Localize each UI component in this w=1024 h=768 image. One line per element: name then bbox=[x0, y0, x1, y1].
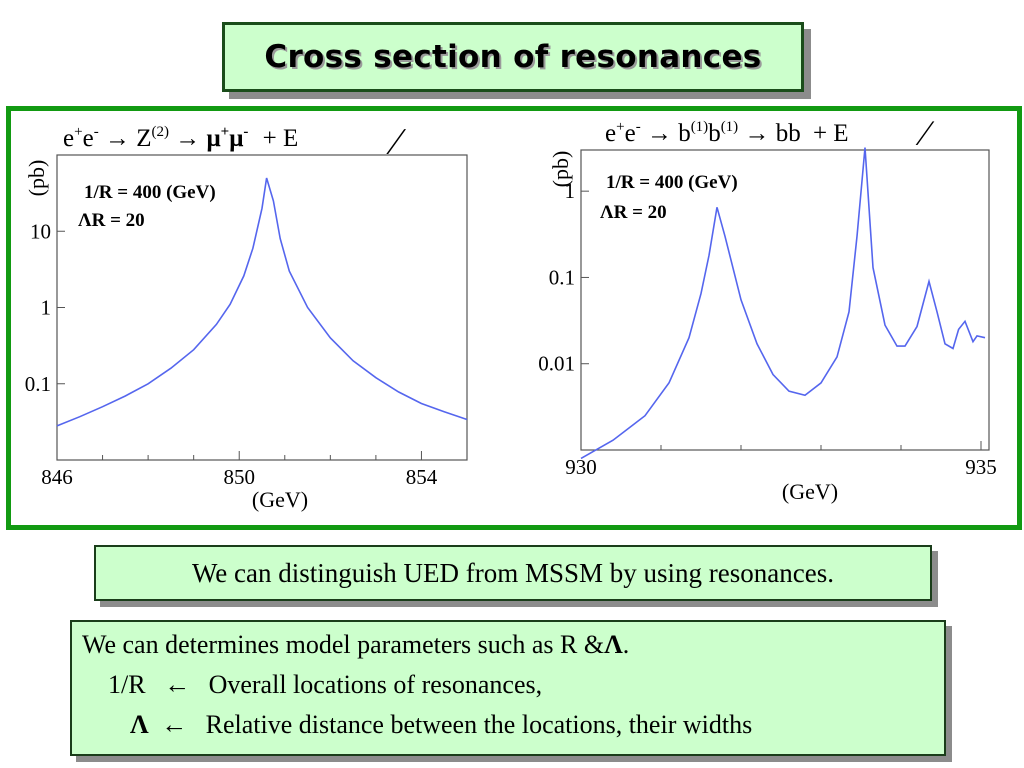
svg-text:e+e- → Z(2): e+e- → Z(2) → μ+μ- + E bbox=[63, 115, 298, 152]
right-y-tick-label: 0.01 bbox=[538, 352, 575, 376]
right-resonance-curve bbox=[580, 147, 986, 460]
left-resonance-curve bbox=[56, 177, 468, 427]
ued-mssm-note: We can distinguish UED from MSSM by usin… bbox=[94, 545, 932, 601]
left-x-tick-label: 850 bbox=[223, 465, 255, 489]
left-x-tick-label: 846 bbox=[41, 465, 73, 489]
parameters-note: We can determines model parameters such … bbox=[70, 620, 946, 756]
right-x-tick-label: 935 bbox=[965, 455, 997, 479]
left-ylabel: (pb) bbox=[24, 160, 49, 197]
right-param-2: ΛR = 20 bbox=[600, 202, 667, 223]
right-y-tick-label: 0.1 bbox=[549, 265, 575, 289]
right-x-tick-label: 930 bbox=[565, 455, 597, 479]
right-missing-slash: ∕ bbox=[915, 113, 935, 153]
parameters-line-2: 1/R ← Overall locations of resonances, bbox=[108, 670, 543, 699]
left-xlabel: (GeV) bbox=[252, 487, 308, 512]
left-y-tick-label: 0.1 bbox=[25, 372, 51, 396]
slide-title: Cross section of resonances bbox=[264, 39, 762, 75]
title-box: Cross section of resonances bbox=[222, 22, 804, 92]
right-plot-area bbox=[580, 149, 990, 451]
left-x-tick-label: 854 bbox=[406, 465, 438, 489]
right-param-1: 1/R = 400 (GeV) bbox=[606, 172, 738, 193]
left-y-tick-label: 10 bbox=[30, 219, 51, 243]
svg-text:e+e- → b(1)b(1): e+e- → b(1)b(1) → bb + E bbox=[605, 110, 849, 147]
left-y-tick-label: 1 bbox=[41, 296, 52, 320]
parameters-line-1: We can determines model parameters such … bbox=[82, 630, 630, 659]
right-xlabel: (GeV) bbox=[782, 479, 838, 504]
left-param-2: ΛR = 20 bbox=[78, 210, 145, 231]
ued-mssm-text: We can distinguish UED from MSSM by usin… bbox=[191, 557, 834, 588]
parameters-line-3: Λ ← Relative distance between the locati… bbox=[130, 710, 753, 739]
right-ylabel: (pb) bbox=[548, 151, 573, 188]
left-param-1: 1/R = 400 (GeV) bbox=[84, 182, 216, 203]
right-y-tick-label: 1 bbox=[565, 179, 576, 203]
right-process-label: e+e- → b(1)b(1) → bb + E ∕ bbox=[605, 110, 935, 153]
